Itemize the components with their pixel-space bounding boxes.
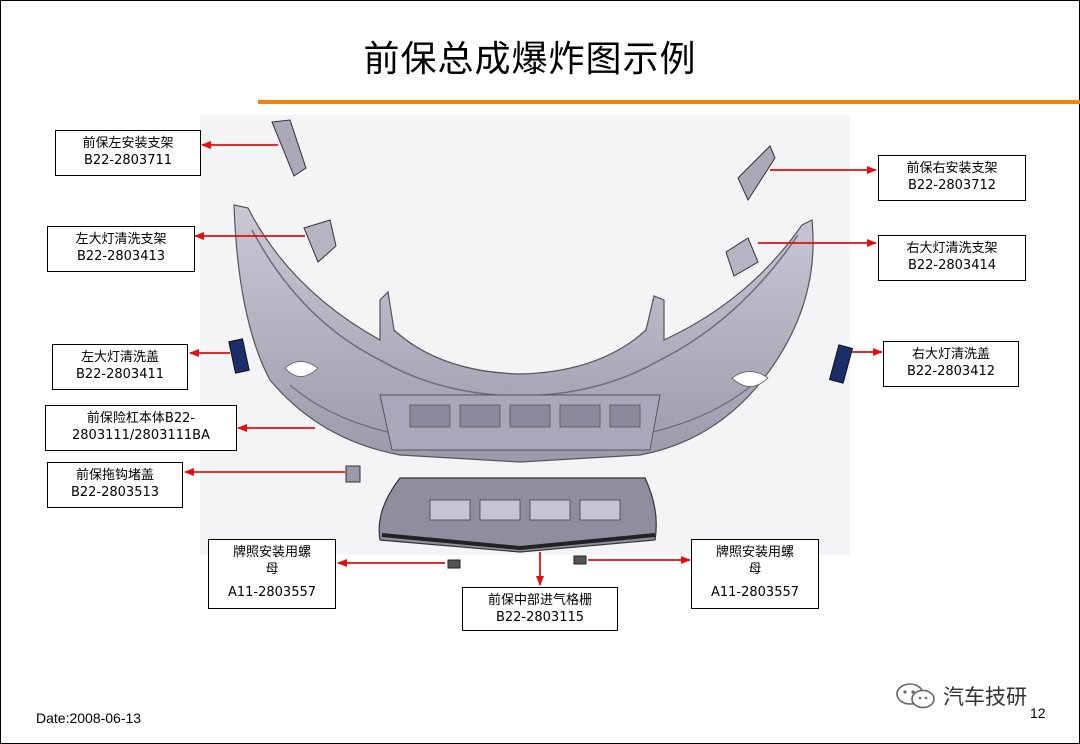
label-line: 左大灯清洗盖 [80, 350, 159, 365]
label-left-headlamp-washer-bracket: 左大灯清洗支架 B22-2803413 [47, 226, 195, 272]
label-right-headlamp-washer-cover: 右大灯清洗盖 B22-2803412 [883, 341, 1019, 387]
part-number: 2803111/2803111BA [72, 428, 210, 443]
chat-bubbles-icon [896, 683, 935, 709]
leader-arrows [184, 141, 883, 586]
left-washer-bracket-shape [303, 219, 337, 263]
part-number: B22-2803712 [907, 178, 997, 193]
bumper-body-shape [233, 204, 814, 463]
label-right-headlamp-washer-bracket: 右大灯清洗支架 B22-2803414 [878, 235, 1026, 281]
label-line: 牌照安装用螺 [715, 545, 794, 560]
label-line: 母 [748, 562, 762, 577]
label-center-grille: 前保中部进气格栅 B22-2803115 [462, 587, 618, 631]
part-number: B22-2803711 [83, 153, 173, 168]
page-number: 12 [1030, 705, 1046, 721]
label-front-right-mount-bracket: 前保右安装支架 B22-2803712 [878, 155, 1026, 201]
part-number: B22-2803411 [75, 367, 165, 382]
watermark-text: 汽车技研 [943, 685, 1027, 709]
label-tow-hook-cover: 前保拖钩堵盖 B22-2803513 [47, 462, 183, 508]
label-left-headlamp-washer-cover: 左大灯清洗盖 B22-2803411 [52, 344, 188, 390]
part-number: A11-2803557 [227, 585, 317, 600]
plate-nut-right-shape [573, 555, 587, 565]
slide-date: Date:2008-06-13 [36, 710, 142, 726]
label-line: 右大灯清洗盖 [911, 347, 990, 362]
label-line: 右大灯清洗支架 [906, 241, 998, 256]
part-number: B22-2803115 [495, 610, 585, 625]
part-number: B22-2803414 [907, 258, 997, 273]
center-grille-lip [381, 533, 656, 551]
tow-hook-cover-shape [345, 465, 361, 483]
label-line: 左大灯清洗支架 [75, 232, 167, 247]
right-washer-bracket-shape [725, 237, 759, 277]
label-line: 母 [265, 562, 279, 577]
label-line: 前保左安装支架 [82, 136, 174, 151]
part-number: B22-2803413 [76, 249, 166, 264]
right-mount-bracket-shape [737, 145, 776, 202]
slide-title: 前保总成爆炸图示例 [363, 39, 697, 80]
label-line: 前保中部进气格栅 [487, 593, 592, 608]
left-washer-cover-shape [228, 338, 250, 374]
label-front-left-mount-bracket: 前保左安装支架 B22-2803711 [55, 130, 201, 176]
title-underline [258, 100, 1080, 104]
part-number: B22-2803513 [70, 485, 160, 500]
label-line: 前保右安装支架 [906, 161, 998, 176]
label-line: 牌照安装用螺 [232, 545, 311, 560]
label-plate-nut-right: 牌照安装用螺 母 A11-2803557 [691, 539, 819, 609]
label-plate-nut-left: 牌照安装用螺 母 A11-2803557 [208, 539, 336, 609]
right-washer-cover-shape [828, 344, 854, 384]
plate-nut-left-shape [447, 559, 461, 569]
part-number: A11-2803557 [710, 585, 800, 600]
label-line: 前保拖钩堵盖 [75, 468, 154, 483]
part-number: B22-2803412 [906, 364, 996, 379]
label-bumper-body: 前保险杠本体B22- 2803111/2803111BA [45, 405, 237, 451]
left-mount-bracket-shape [271, 119, 307, 177]
watermark: 汽车技研 [895, 678, 1055, 714]
label-line: 前保险杠本体B22- [86, 411, 196, 426]
